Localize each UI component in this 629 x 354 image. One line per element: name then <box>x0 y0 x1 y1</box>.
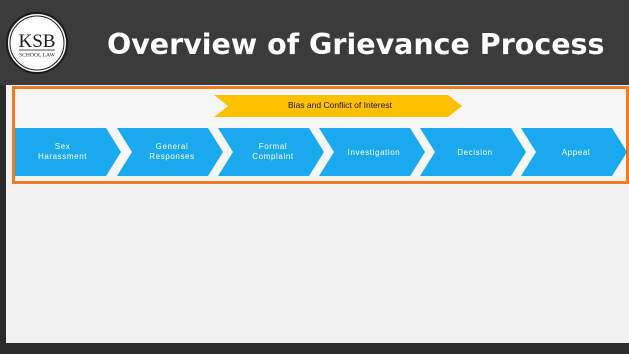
title-bar: KSB SCHOOL LAW Overview of Grievance Pro… <box>0 0 629 85</box>
process-step-chevron <box>15 128 121 176</box>
process-step-label: Formal <box>259 142 288 151</box>
logo-top-text: KSB <box>19 31 56 52</box>
process-step-chevron <box>521 128 627 176</box>
process-step-chevron <box>117 128 223 176</box>
process-step-label: General <box>156 142 189 151</box>
process-step-chevron <box>319 128 425 176</box>
process-step-label: Responses <box>149 152 194 161</box>
slide-title: Overview of Grievance Process <box>107 28 605 61</box>
process-step-label: Appeal <box>562 148 591 157</box>
bias-banner-label: Bias and Conflict of Interest <box>288 100 393 110</box>
process-steps: SexHarassmentGeneralResponsesFormalCompl… <box>15 128 627 176</box>
process-step-label: Harassment <box>38 152 87 161</box>
process-step-label: Decision <box>457 148 492 157</box>
process-step: Appeal <box>521 128 627 176</box>
process-step: Investigation <box>319 128 425 176</box>
logo-bottom-text: SCHOOL LAW <box>19 53 56 59</box>
process-step-chevron <box>218 128 324 176</box>
bias-banner: Bias and Conflict of Interest <box>214 95 462 117</box>
process-step-label: Investigation <box>348 148 401 157</box>
left-edge-bar <box>0 85 6 343</box>
ksb-logo: KSB SCHOOL LAW <box>6 12 68 74</box>
process-step: Decision <box>420 128 526 176</box>
process-step-label: Complaint <box>252 152 294 161</box>
process-step-chevron <box>420 128 526 176</box>
process-step-label: Sex <box>55 142 71 151</box>
bottom-bar <box>0 343 629 354</box>
bias-banner-arrow <box>214 95 462 117</box>
